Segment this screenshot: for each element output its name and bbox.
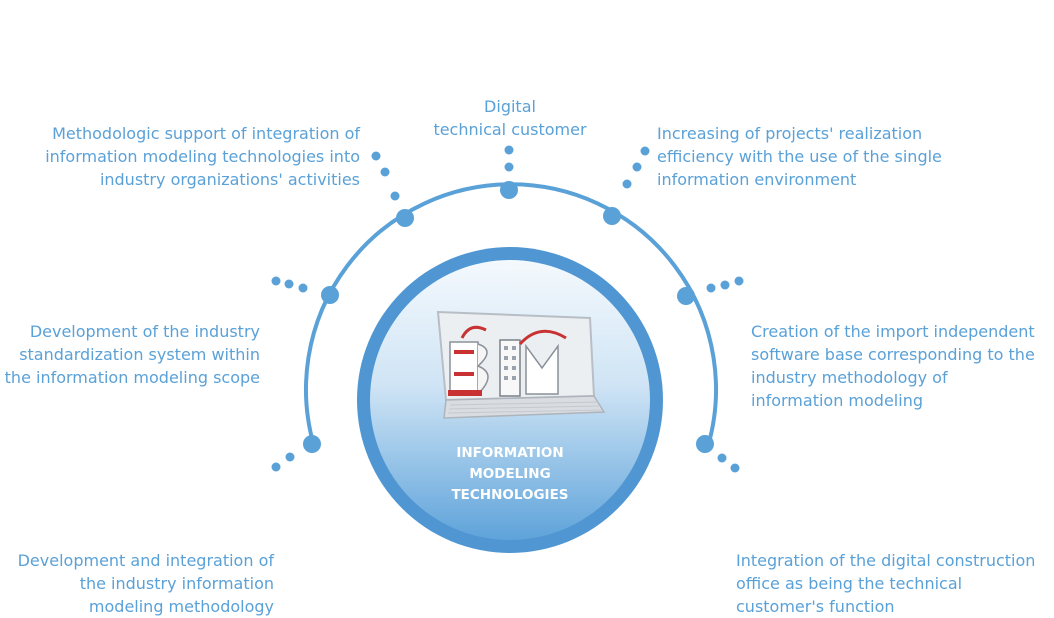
- node-label-standardization-system: Development of the industry standardizat…: [0, 320, 260, 389]
- arc-node-upper-left: [396, 209, 414, 227]
- node-label-software-base: Creation of the import independent softw…: [751, 320, 1051, 412]
- node-label-line: industry organizations' activities: [99, 170, 360, 189]
- hub-title-line: INFORMATION: [456, 445, 564, 461]
- node-label-line: customer's function: [736, 597, 895, 616]
- arc-node-left: [321, 286, 339, 304]
- node-label-line: efficiency with the use of the single: [657, 147, 942, 166]
- node-label-line: industry methodology of: [751, 368, 948, 387]
- arc-node-right: [677, 287, 695, 305]
- node-label-industry-methodology: Development and integration of the indus…: [4, 549, 274, 618]
- bim-laptop-illustration: [436, 310, 606, 419]
- node-label-line: Development of the industry: [29, 322, 260, 341]
- arc-nodes: [303, 181, 714, 453]
- arc-node-upper-right: [603, 207, 621, 225]
- arc-node-lower-left: [303, 435, 321, 453]
- hub: [357, 247, 663, 553]
- node-label-line: modeling methodology: [88, 597, 274, 616]
- node-label-line: the industry information: [79, 574, 274, 593]
- node-label-line: office as being the technical: [736, 574, 963, 593]
- hub-title-line: TECHNOLOGIES: [451, 487, 569, 503]
- arc-node-top: [500, 181, 518, 199]
- node-label-line: information modeling: [751, 391, 923, 410]
- node-label-projects-efficiency: Increasing of projects' realization effi…: [657, 122, 987, 191]
- node-label-line: the information modeling scope: [4, 368, 260, 387]
- node-label-line: Development and integration of: [17, 551, 274, 570]
- node-label-line: standardization system within: [19, 345, 260, 364]
- node-label-line: information environment: [657, 170, 857, 189]
- node-label-line: Increasing of projects' realization: [657, 124, 923, 143]
- node-label-line: information modeling technologies into: [45, 147, 360, 166]
- node-label-digital-technical-customer: Digital technical customer: [420, 95, 600, 141]
- arc-node-lower-right: [696, 435, 714, 453]
- node-label-methodologic-support: Methodologic support of integration of i…: [10, 122, 360, 191]
- node-label-line: Digital: [484, 97, 536, 116]
- node-label-line: Methodologic support of integration of: [52, 124, 360, 143]
- dotted-connectors: [271, 145, 744, 473]
- node-label-digital-construction-office: Integration of the digital construction …: [736, 549, 1052, 618]
- node-label-line: Creation of the import independent: [751, 322, 1035, 341]
- hub-title-line: MODELING: [469, 466, 551, 482]
- node-label-line: software base corresponding to the: [751, 345, 1035, 364]
- node-label-line: technical customer: [433, 120, 587, 139]
- node-label-line: Integration of the digital construction: [736, 551, 1036, 570]
- hub-title: INFORMATION MODELING TECHNOLOGIES: [420, 443, 600, 506]
